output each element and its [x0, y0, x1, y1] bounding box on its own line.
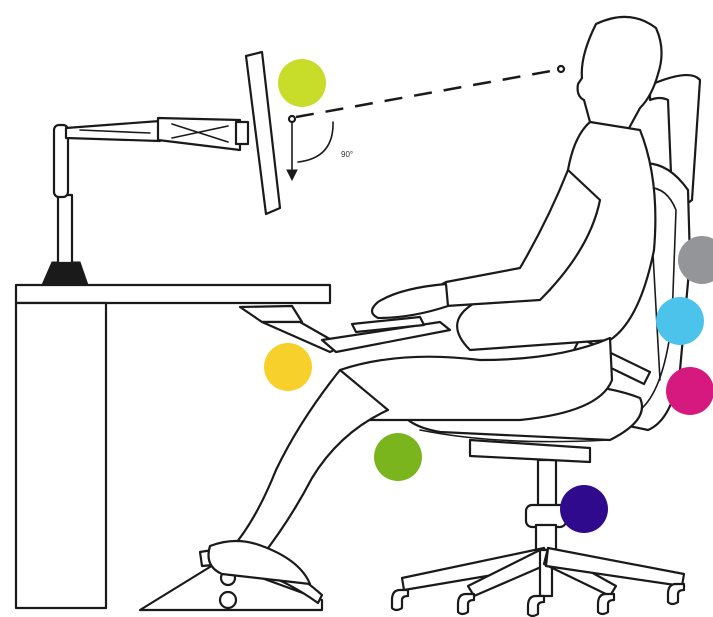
- desk-pedestal: [16, 303, 106, 608]
- person-head: [578, 17, 662, 130]
- person-hand: [372, 284, 448, 318]
- monitor-marker[interactable]: [278, 59, 326, 107]
- monitor-mount: [236, 122, 248, 144]
- keyboard-tray-marker[interactable]: [264, 343, 312, 391]
- person-lower-leg: [232, 370, 388, 556]
- monitor-arm-upper-segment: [158, 118, 240, 150]
- lumbar-support-marker[interactable]: [656, 297, 704, 345]
- chair-base-leg-5: [546, 548, 684, 586]
- monitor-arm-base: [42, 262, 88, 285]
- monitor-screen: [246, 52, 280, 214]
- monitor-arm-pole: [58, 195, 72, 263]
- angle-label: 90°: [341, 150, 353, 159]
- seat-depth-marker[interactable]: [374, 433, 422, 481]
- angle-arc: [298, 122, 333, 162]
- chair-casters: [392, 584, 684, 616]
- sight-line: 90°: [287, 69, 562, 180]
- chair-mechanism: [470, 440, 590, 462]
- desk-top: [16, 285, 330, 303]
- eye-level-dashed-line: [296, 69, 562, 117]
- chair-height-marker[interactable]: [560, 485, 608, 533]
- monitor-arm: [42, 118, 248, 285]
- angle-arrow: [287, 170, 297, 180]
- monitor-top-point: [289, 116, 295, 122]
- person-eye-point: [558, 66, 564, 72]
- armrest-marker[interactable]: [666, 367, 713, 415]
- keyboard-tray-bracket: [240, 306, 302, 322]
